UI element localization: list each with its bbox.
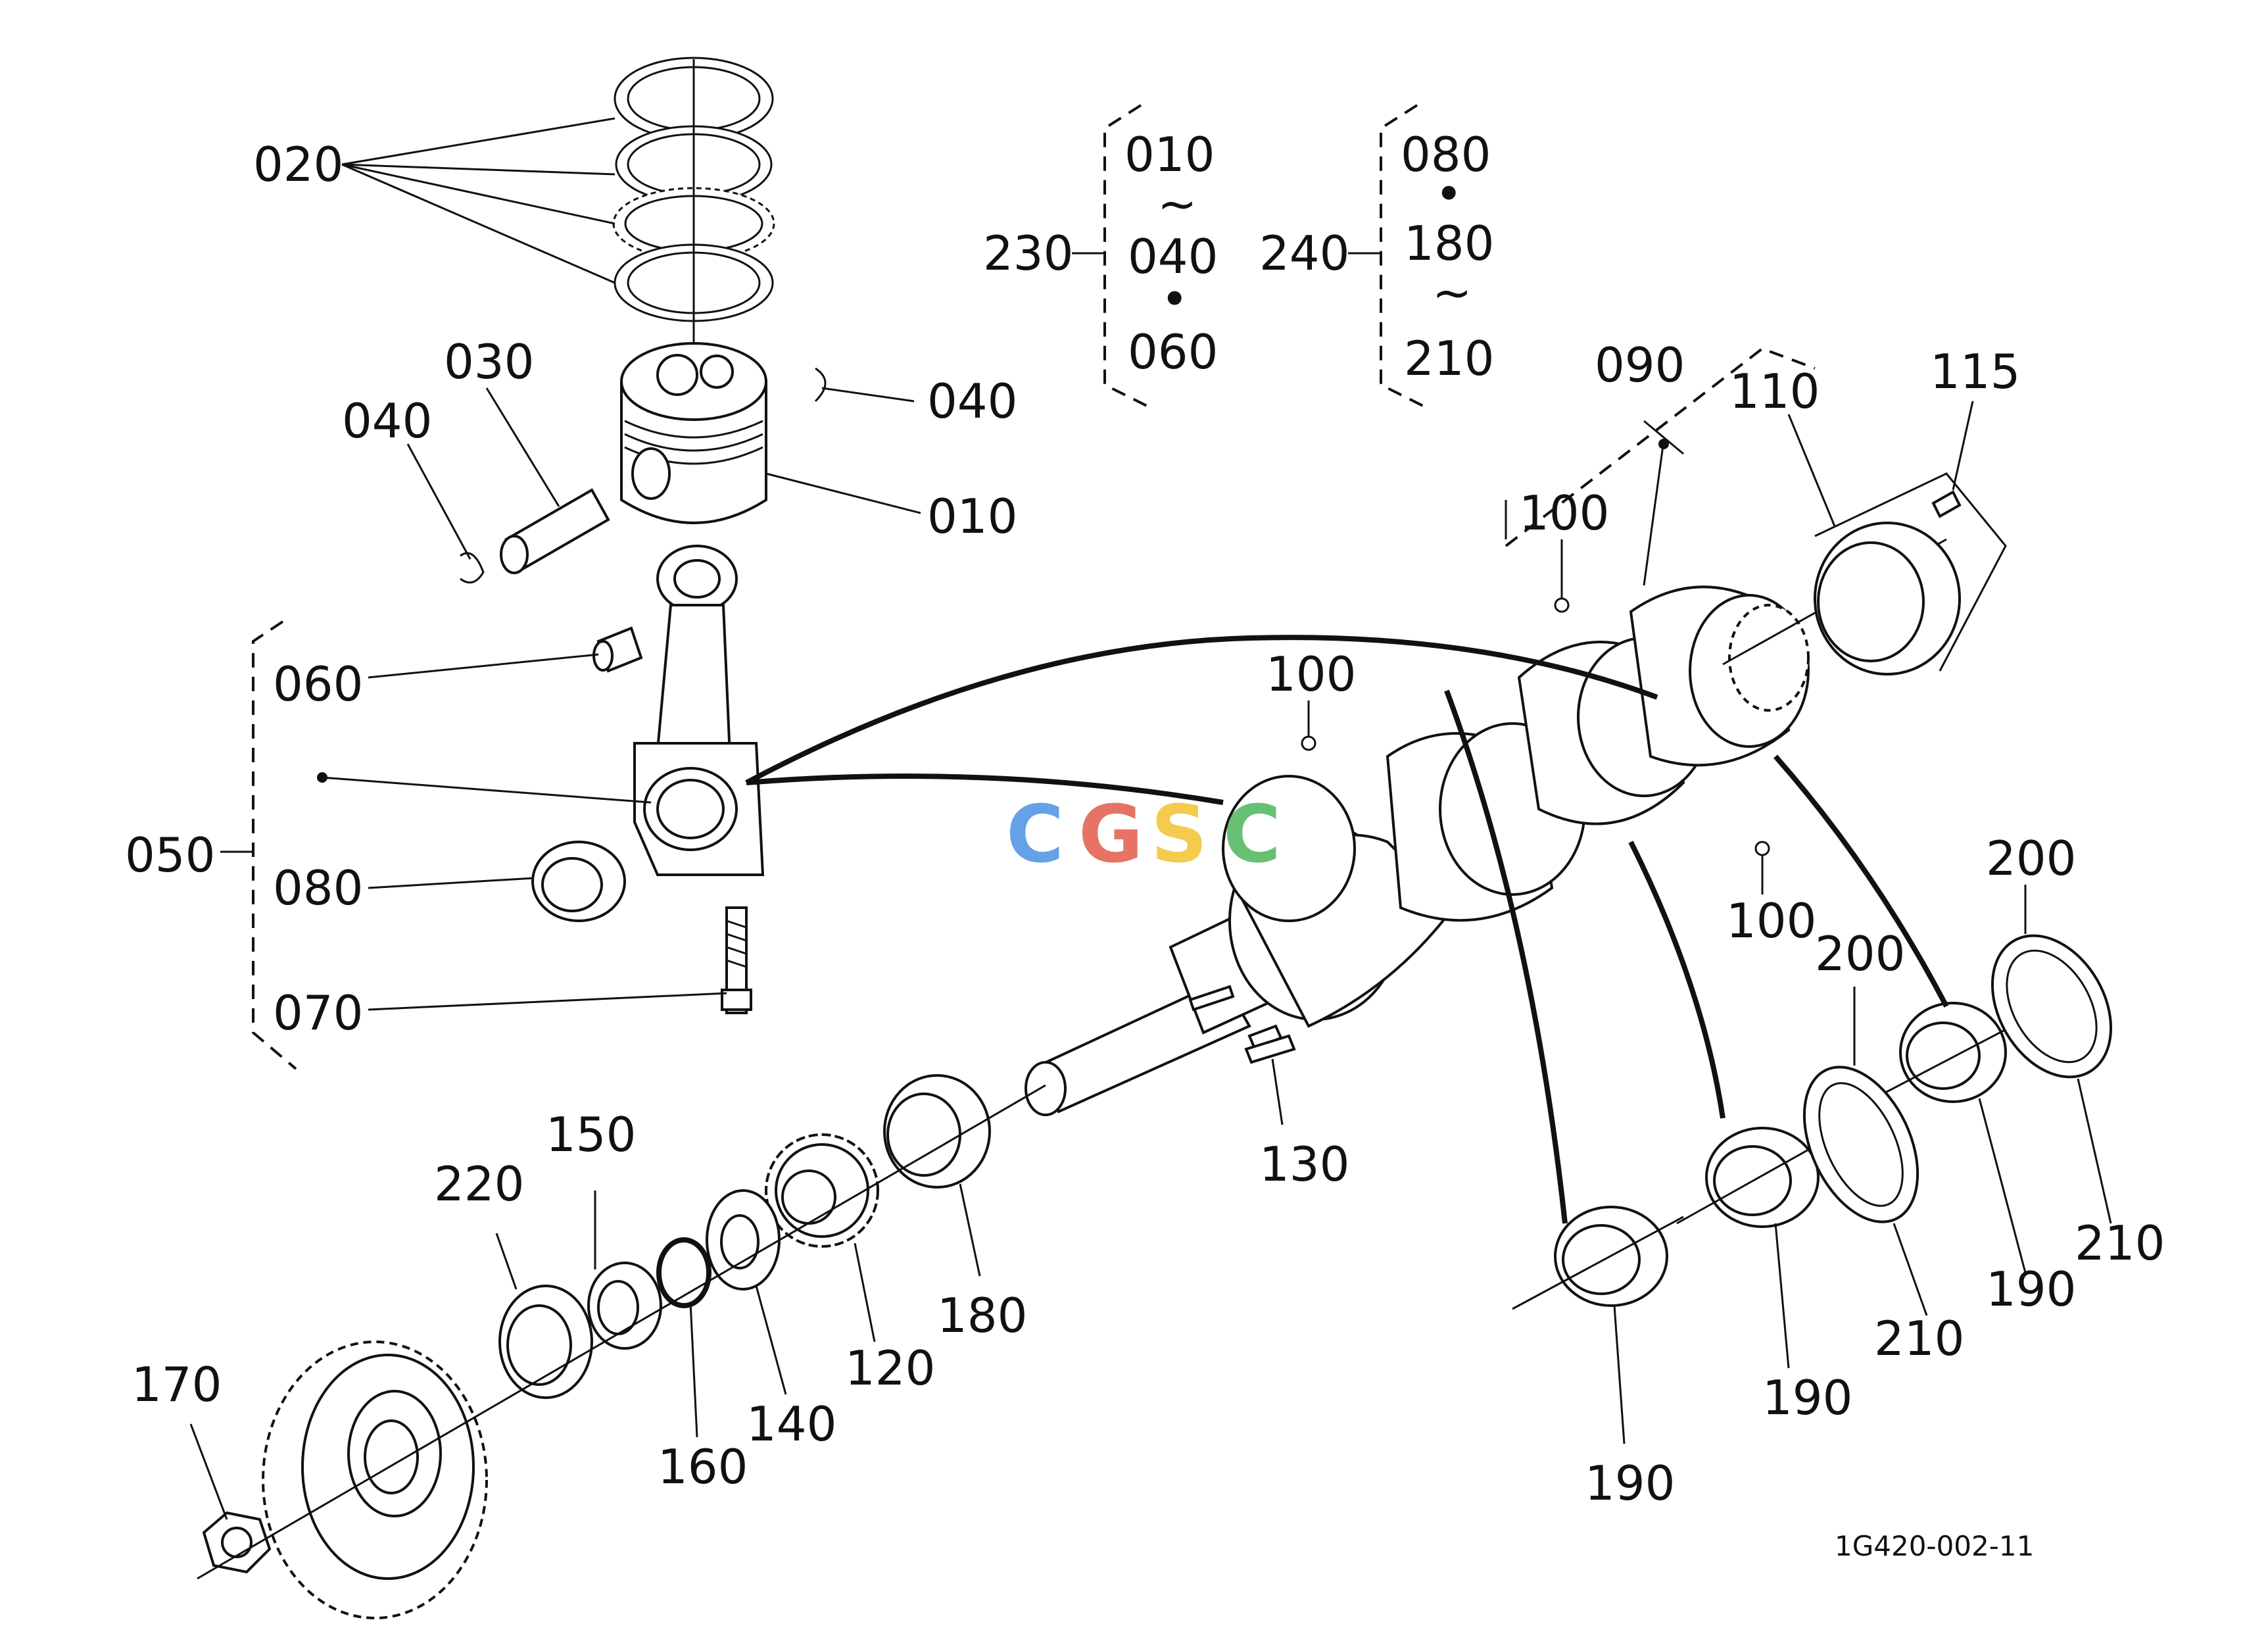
gear-120	[765, 1133, 879, 1248]
group-230-item: 010	[1124, 127, 1215, 182]
collar-150	[587, 1262, 662, 1350]
group-240-item: 080	[1401, 127, 1491, 182]
group-230-item: 040	[1128, 229, 1218, 284]
label-180: 180	[937, 1288, 1027, 1343]
label-100: 100	[1519, 485, 1609, 541]
label-210: 210	[1874, 1311, 1964, 1366]
dowel-pin	[1931, 490, 1962, 518]
group-240-item: 210	[1404, 331, 1494, 386]
group-230-dot: •	[1161, 272, 1188, 327]
group-230-tilde: ~	[1157, 176, 1197, 232]
label-150: 150	[546, 1107, 636, 1162]
connecting-rod	[531, 545, 765, 1014]
main-bearings	[1512, 1002, 2013, 1310]
o-ring-160	[656, 1237, 712, 1308]
group-240-item: 180	[1404, 216, 1494, 271]
label-190: 190	[1986, 1262, 2076, 1317]
label-140: 140	[746, 1396, 836, 1452]
washer-140	[706, 1189, 781, 1291]
label-040: 040	[927, 374, 1017, 429]
label-060: 060	[273, 656, 363, 712]
nut-170	[202, 1511, 272, 1574]
label-040: 040	[342, 393, 432, 449]
leader-lines	[189, 117, 2112, 1520]
label-200: 200	[1986, 831, 2076, 886]
assembly-arrows	[745, 635, 1949, 1224]
label-110: 110	[1729, 364, 1820, 419]
piston-rings	[612, 57, 775, 355]
label-130: 130	[1259, 1137, 1349, 1192]
seal-220	[498, 1285, 593, 1399]
label-115: 115	[1930, 344, 2020, 399]
piston	[620, 342, 827, 524]
label-120: 120	[845, 1340, 935, 1396]
bracket-050	[252, 620, 297, 1070]
label-170: 170	[132, 1357, 222, 1412]
label-010: 010	[927, 489, 1017, 544]
part-labels: 020 030 040 040 010 060 050 080 070 230 …	[125, 127, 2165, 1562]
watermark-letter: S	[1151, 789, 1207, 881]
label-080: 080	[273, 860, 363, 916]
piston-pin	[460, 488, 610, 584]
label-160: 160	[658, 1439, 748, 1494]
reference-code: 1G420-002-11	[1835, 1530, 2034, 1562]
rear-bearing	[1814, 472, 2007, 676]
pulley	[262, 1340, 488, 1619]
watermark-letter: C	[1223, 789, 1281, 881]
label-220: 220	[434, 1156, 524, 1212]
label-020: 020	[253, 137, 343, 192]
watermark: C G S C	[1006, 789, 1281, 881]
label-190: 190	[1762, 1370, 1852, 1425]
label-050: 050	[125, 827, 215, 883]
watermark-letter: G	[1078, 789, 1144, 881]
key-130	[1244, 1034, 1296, 1064]
label-100: 100	[1266, 647, 1356, 702]
bracket-230	[1103, 104, 1151, 409]
label-240: 240	[1259, 226, 1349, 281]
watermark-letter: C	[1006, 789, 1064, 881]
label-210: 210	[2075, 1216, 2165, 1271]
group-240-tilde: ~	[1432, 265, 1472, 320]
label-230: 230	[983, 226, 1073, 281]
bearing-180	[883, 1074, 991, 1189]
label-190: 190	[1585, 1456, 1675, 1511]
bracket-090	[1505, 347, 1816, 547]
group-240-dot: •	[1435, 166, 1462, 222]
label-100: 100	[1726, 893, 1816, 948]
bracket-240	[1380, 104, 1428, 409]
label-090: 090	[1595, 337, 1685, 393]
crankshaft	[1025, 538, 1947, 1116]
label-200: 200	[1815, 926, 1905, 981]
label-070: 070	[273, 985, 363, 1041]
group-230-item: 060	[1128, 324, 1218, 380]
thrust-washers	[1802, 934, 2113, 1223]
label-030: 030	[444, 334, 534, 389]
